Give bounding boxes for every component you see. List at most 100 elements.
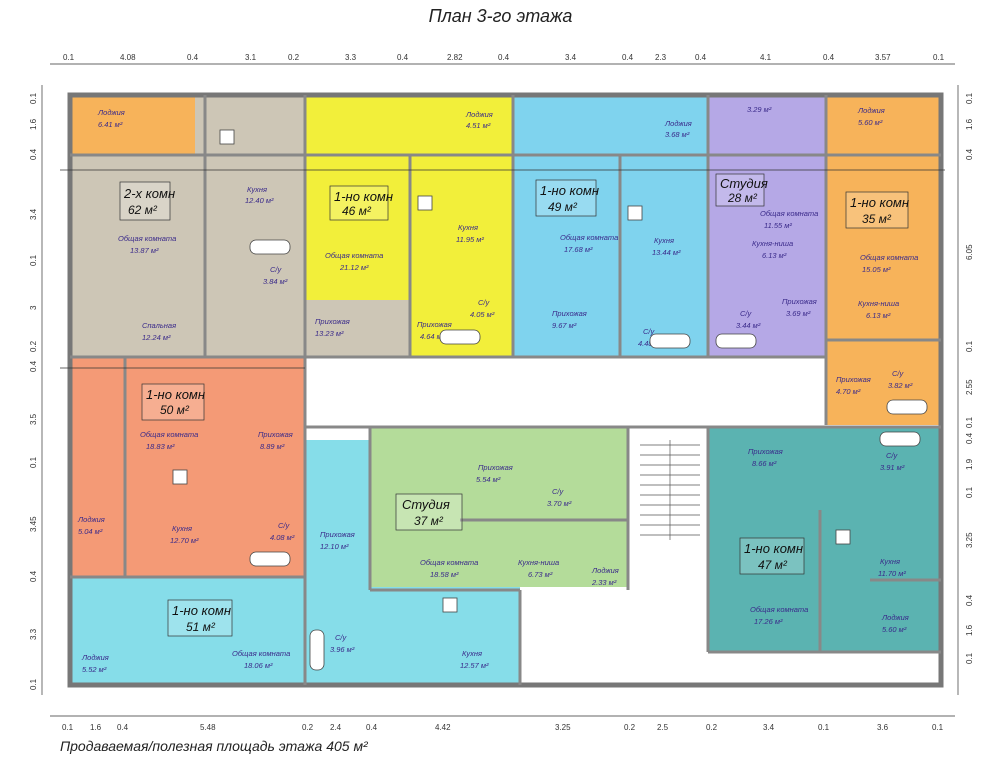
room-area: 5.60 м²	[858, 118, 883, 127]
room-area: 4.05 м²	[470, 310, 495, 319]
room-name: Прихожая	[782, 297, 817, 306]
dim-left-label: 3	[29, 305, 38, 310]
dim-bottom-label: 1.6	[90, 723, 102, 732]
room-name: С/у	[552, 487, 565, 496]
outer-wall	[67, 92, 944, 688]
room-area: 18.58 м²	[430, 570, 459, 579]
room-name: Лоджия	[664, 119, 692, 128]
apt-name: 1-но комн	[172, 603, 231, 618]
apt-fill-teal	[708, 427, 941, 652]
room-area: 11.55 м²	[764, 221, 792, 230]
dim-top-label: 0.1	[933, 53, 945, 62]
room-area: 3.96 м²	[330, 645, 355, 654]
room-area: 13.87 м²	[130, 246, 159, 255]
room-name: Прихожая	[478, 463, 513, 472]
apt-area: 47 м²	[758, 558, 788, 572]
dim-bottom-label: 0.1	[62, 723, 74, 732]
room-name: Общая комната	[140, 430, 198, 439]
dim-right-label: 6.05	[965, 244, 974, 260]
room-name: Лоджия	[591, 566, 619, 575]
room-name: Общая комната	[118, 234, 176, 243]
room-name: Прихожая	[552, 309, 587, 318]
dim-bottom-label: 0.4	[117, 723, 129, 732]
dim-right-label: 0.4	[965, 148, 974, 160]
dim-left-label: 0.4	[29, 148, 38, 160]
room-area: 3.91 м²	[880, 463, 905, 472]
room-area: 13.44 м²	[652, 248, 681, 257]
dim-bottom-label: 0.1	[818, 723, 830, 732]
room-name: Кухня	[247, 185, 267, 194]
dim-top-label: 3.1	[245, 53, 257, 62]
bathtub-icon	[249, 239, 291, 255]
room-area: 2.33 м²	[591, 578, 617, 587]
dim-right-label: 2.55	[965, 379, 974, 395]
staircase	[640, 440, 700, 540]
dim-right-label: 0.1	[965, 340, 974, 352]
room-area: 6.41 м²	[98, 120, 123, 129]
dim-right-label: 0.4	[965, 432, 974, 444]
dim-right-label: 1.9	[965, 458, 974, 470]
apt-area: 28 м²	[727, 191, 758, 205]
room-area: 8.89 м²	[260, 442, 285, 451]
apt-name: 2-х комн	[123, 186, 175, 201]
apt-fill-salmon	[70, 357, 305, 577]
floor-area-footer: Продаваемая/полезная площадь этажа 405 м…	[60, 738, 368, 754]
room-area: 4.70 м²	[836, 387, 861, 396]
table-icon	[172, 469, 188, 485]
dim-right-label: 0.4	[965, 594, 974, 606]
room-area: 13.23 м²	[315, 329, 344, 338]
dim-left-label: 3.4	[29, 208, 38, 220]
dim-left-label: 3.3	[29, 628, 38, 640]
room-name: Кухня-ниша	[858, 299, 899, 308]
room-area: 11.70 м²	[878, 569, 906, 578]
apt-fill-lightcyan-hall	[305, 440, 370, 577]
room-area: 5.60 м²	[882, 625, 907, 634]
dim-left-label: 3.45	[29, 516, 38, 532]
room-area: 3.68 м²	[665, 130, 690, 139]
corridor-fill	[305, 357, 826, 427]
dim-right-label: 0.1	[965, 486, 974, 498]
dim-right-label: 3.25	[965, 532, 974, 548]
apt-name: 1-но комн	[334, 189, 393, 204]
room-area: 5.52 м²	[82, 665, 107, 674]
apt-name: 1-но комн	[540, 183, 599, 198]
dim-left-label: 0.1	[29, 678, 38, 690]
apt-area: 50 м²	[160, 403, 190, 417]
dim-bottom-label: 3.25	[555, 723, 571, 732]
room-name: Общая комната	[420, 558, 478, 567]
room-name: Прихожая	[320, 530, 355, 539]
apt-area: 46 м²	[342, 204, 372, 218]
room-name: Спальная	[142, 321, 176, 330]
dim-top-label: 0.4	[397, 53, 409, 62]
dim-bottom-label: 4.42	[435, 723, 451, 732]
dim-top-label: 0.2	[288, 53, 300, 62]
room-area: 6.73 м²	[528, 570, 553, 579]
dim-bottom-label: 2.4	[330, 723, 342, 732]
apt-label-box	[535, 179, 597, 217]
bathtub-icon	[439, 329, 481, 345]
room-name: С/у	[278, 521, 291, 530]
room-name: Общая комната	[760, 209, 818, 218]
room-name: Лоджия	[465, 110, 493, 119]
room-name: Лоджия	[97, 108, 125, 117]
room-name: С/у	[335, 633, 348, 642]
dim-top-label: 0.4	[695, 53, 707, 62]
dim-left-label: 0.1	[29, 254, 38, 266]
apt-name: 1-но комн	[850, 195, 909, 210]
room-name: Общая комната	[860, 253, 918, 262]
dim-bottom-label: 0.1	[932, 723, 944, 732]
bathtub-icon	[309, 629, 325, 671]
dim-left-label: 1.6	[29, 118, 38, 130]
apt-name: Студия	[402, 497, 450, 512]
room-name: Общая комната	[232, 649, 290, 658]
apt-fill-lavender	[708, 95, 826, 357]
dim-top-label: 0.4	[622, 53, 634, 62]
dim-right-label: 0.1	[965, 416, 974, 428]
room-name: Кухня	[654, 236, 674, 245]
room-area: 3.44 м²	[736, 321, 761, 330]
room-area: 12.10 м²	[320, 542, 349, 551]
dim-top-label: 0.4	[187, 53, 199, 62]
room-name: Лоджия	[81, 653, 109, 662]
apt-name: Студия	[720, 176, 768, 191]
